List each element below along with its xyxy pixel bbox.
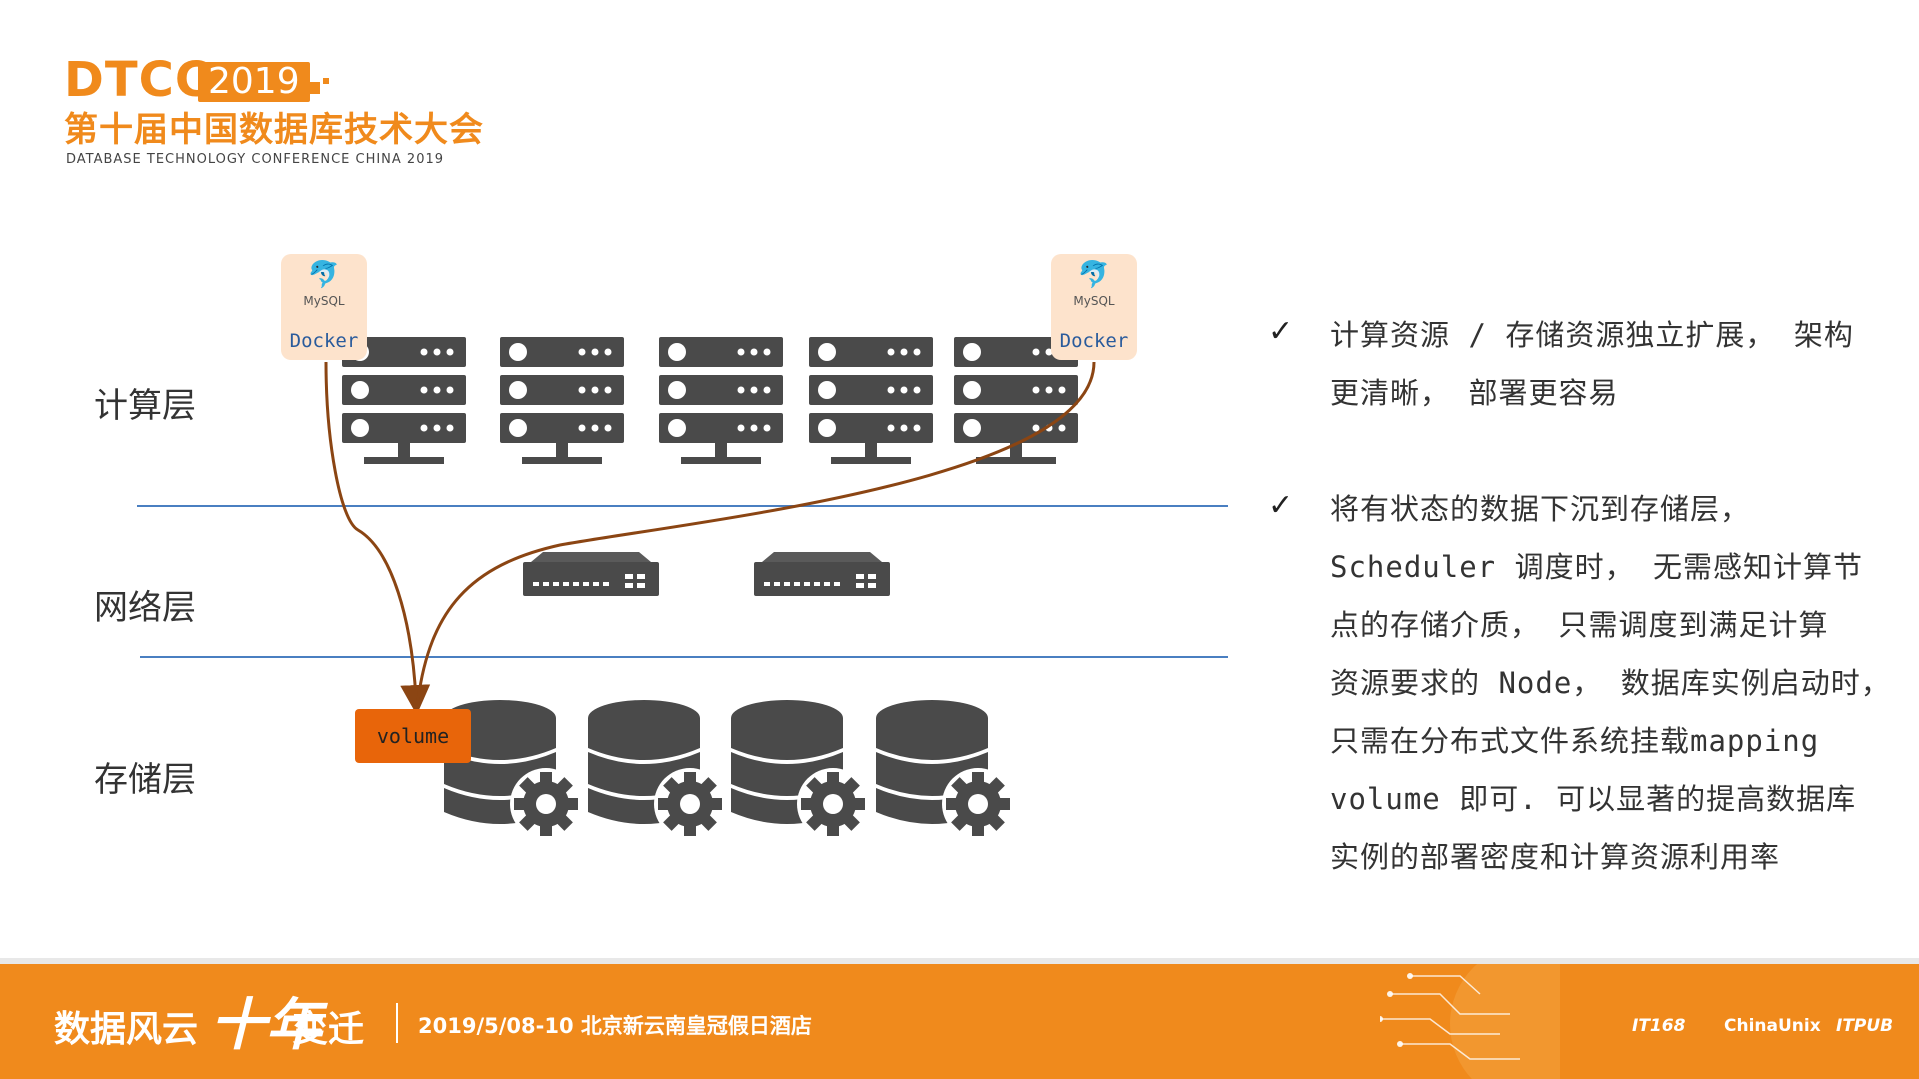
bullet-2-line: volume 即可. 可以显著的提高数据库	[1330, 782, 1857, 816]
logo-square-decoration	[308, 82, 320, 94]
volume-box	[355, 709, 471, 763]
dtcc-logo-year: 2019	[198, 62, 310, 102]
itpub-logo: ITPUB	[1836, 1016, 1894, 1036]
network-switch-icon	[754, 552, 890, 596]
docker-container-right: 🐬 MySQL Docker	[1051, 254, 1137, 360]
footer-divider	[396, 1003, 398, 1043]
check-icon: ✓	[1268, 314, 1294, 349]
mysql-label: MySQL	[303, 294, 345, 308]
server-icon	[809, 337, 933, 464]
check-icon: ✓	[1268, 488, 1294, 523]
conference-title-cn: 第十届中国数据库技术大会	[64, 110, 484, 150]
layer-label-compute: 计算层	[94, 386, 196, 426]
layer-label-network: 网络层	[94, 588, 196, 628]
storage-database-icon	[731, 700, 869, 840]
footer-slogan-b: 十年	[210, 992, 322, 1058]
bullet-2-line: Scheduler 调度时， 无需感知计算节	[1330, 550, 1864, 584]
volume-label: volume	[376, 724, 450, 748]
mount-arrow-left	[324, 361, 431, 715]
footer-banner	[0, 964, 1919, 1079]
storage-database-icon	[588, 700, 726, 840]
layer-label-storage: 存储层	[94, 760, 196, 800]
server-icon	[659, 337, 783, 464]
bullet-1-line: 更清晰， 部署更容易	[1330, 376, 1619, 410]
footer-event-info: 2019/5/08-10 北京新云南皇冠假日酒店	[418, 1014, 812, 1038]
bullet-2-line: 将有状态的数据下沉到存储层，	[1330, 492, 1751, 526]
logo-square-decoration-small	[323, 78, 329, 84]
storage-database-icon	[876, 700, 1014, 840]
mount-arrow-right	[416, 361, 1096, 701]
chinaunix-logo: ChinaUnix	[1724, 1016, 1821, 1036]
bullet-1-text: 计算资源 / 存储资源独立扩展， 架构 更清晰， 部署更容易	[1330, 306, 1854, 422]
docker-label: Docker	[289, 330, 359, 352]
conference-title-en: DATABASE TECHNOLOGY CONFERENCE CHINA 201…	[66, 152, 445, 167]
mysql-label: MySQL	[1073, 294, 1115, 308]
mysql-dolphin-icon: 🐬	[307, 260, 341, 290]
bullet-2-line: 点的存储介质， 只需调度到满足计算	[1330, 608, 1829, 642]
docker-label: Docker	[1059, 330, 1129, 352]
docker-container-left: 🐬 MySQL Docker	[281, 254, 367, 360]
footer-slogan-c: 变迁	[292, 1009, 365, 1050]
mysql-dolphin-icon: 🐬	[1077, 260, 1111, 290]
network-switch-icon	[523, 552, 659, 596]
bullet-2-line: 资源要求的 Node， 数据库实例启动时，	[1330, 666, 1891, 700]
server-icon	[500, 337, 624, 464]
bullet-1-line: 计算资源 / 存储资源独立扩展， 架构	[1330, 318, 1854, 352]
bullet-2-line: 实例的部署密度和计算资源利用率	[1330, 840, 1781, 874]
dtcc-logo-text: DTCC	[64, 52, 212, 108]
bullet-2-text: 将有状态的数据下沉到存储层， Scheduler 调度时， 无需感知计算节 点的…	[1330, 480, 1891, 886]
footer-slogan-a: 数据风云	[54, 1009, 199, 1050]
footer-top-strip	[0, 958, 1919, 964]
circuit-globe-decoration	[1380, 964, 1560, 1079]
bullet-2-line: 只需在分布式文件系统挂载mapping	[1330, 724, 1820, 758]
it168-logo: IT168	[1632, 1016, 1686, 1036]
